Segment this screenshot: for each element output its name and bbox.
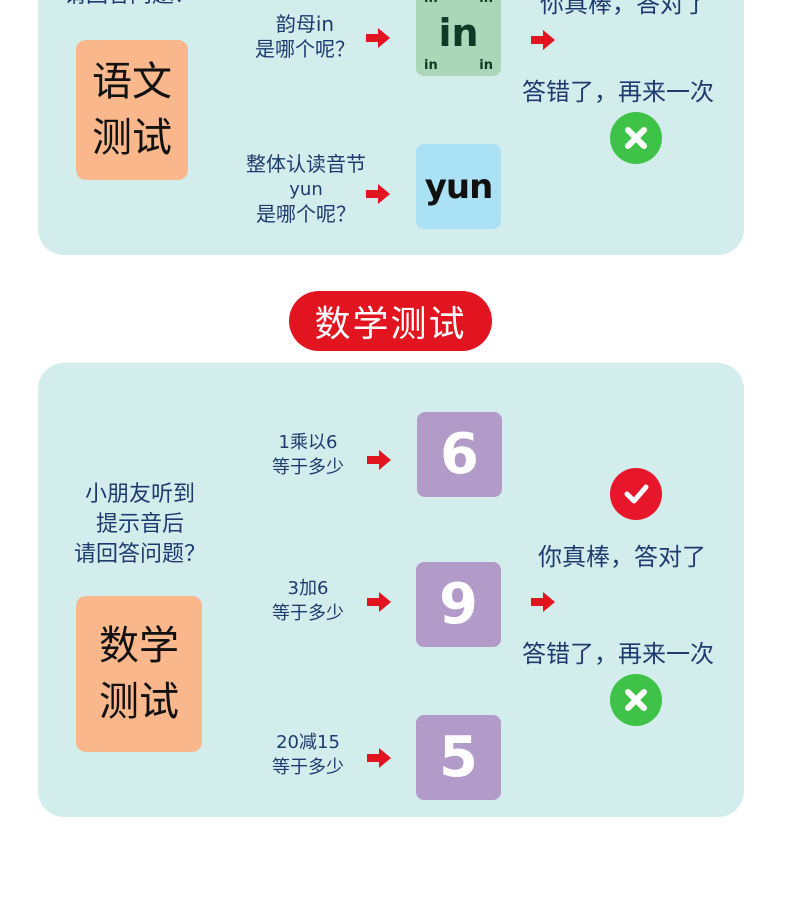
- result-wrong-text: 答错了，再来一次: [522, 640, 714, 668]
- math-test-card: 数学 测试: [76, 596, 202, 752]
- tile-corner-tl: in: [424, 0, 438, 5]
- math-intro: 小朋友听到 提示音后 请回答问题？: [73, 482, 206, 567]
- math-question-2: 3加6 等于多少: [272, 578, 344, 624]
- red-arrow-icon: [367, 748, 391, 768]
- answer-tile-9[interactable]: 9: [416, 562, 501, 647]
- answer-tile-yun[interactable]: yun: [416, 144, 501, 229]
- question-whole-syllable: 整体认读音节 yun 是哪个呢？: [246, 152, 366, 226]
- math-question-3: 20减15 等于多少: [272, 732, 344, 778]
- chinese-card-line-2: 测试: [92, 115, 172, 161]
- tile-corner-br: in: [479, 58, 493, 73]
- math-card-line-2: 测试: [99, 679, 179, 725]
- math-question-1: 1乘以6 等于多少: [272, 432, 344, 478]
- answer-tile-6[interactable]: 6: [417, 412, 502, 497]
- tile-corner-tr: in: [479, 0, 493, 5]
- red-arrow-icon: [531, 30, 555, 50]
- question-final-in: 韵母in 是哪个呢？: [255, 12, 355, 61]
- math-card-line-1: 数学: [99, 623, 179, 669]
- red-arrow-icon: [367, 592, 391, 612]
- check-circle-icon: [610, 468, 662, 520]
- math-test-title: 数学测试: [289, 291, 492, 351]
- x-circle-icon: [610, 674, 662, 726]
- red-arrow-icon: [366, 184, 390, 204]
- tile-corner-bl: in: [424, 58, 438, 73]
- red-arrow-icon: [531, 592, 555, 612]
- answer-tile-in[interactable]: in in in in in: [416, 0, 501, 76]
- tile-main-text: in: [438, 11, 479, 55]
- red-arrow-icon: [367, 450, 391, 470]
- chinese-test-card: 语文 测试: [76, 40, 188, 180]
- chinese-card-line-1: 语文: [92, 59, 172, 105]
- result-correct-text: 你真棒，答对了: [538, 543, 706, 571]
- x-circle-icon: [610, 112, 662, 164]
- answer-tile-5[interactable]: 5: [416, 715, 501, 800]
- chinese-intro-partial: 请回答问题？: [64, 0, 196, 10]
- result-correct-partial: 你真棒，答对了: [540, 0, 708, 18]
- red-arrow-icon: [366, 28, 390, 48]
- result-wrong-text: 答错了，再来一次: [522, 78, 714, 106]
